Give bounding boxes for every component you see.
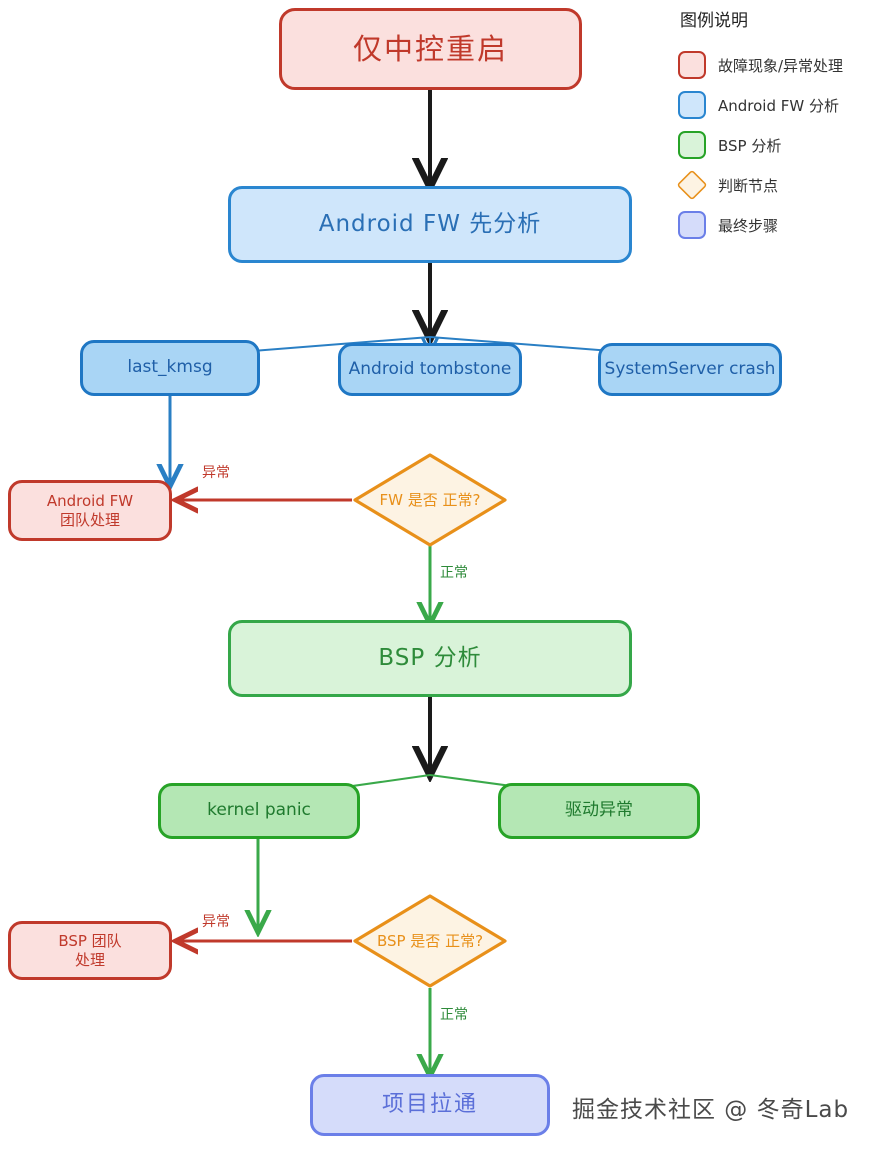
legend-swatch-decision-diamond-icon (676, 169, 708, 201)
node-systemserver-crash[interactable]: SystemServer crash (598, 343, 782, 396)
node-bsp-analyze[interactable]: BSP 分析 (228, 620, 632, 697)
legend: 图例说明 故障现象/异常处理 Android FW 分析 BSP 分析 判断节点… (676, 6, 878, 245)
node-root-label: 仅中控重启 (352, 31, 508, 66)
node-final-project-label: 项目拉通 (381, 1092, 478, 1118)
node-kernel-panic-label: kernel panic (207, 800, 311, 821)
fw-decision-label-line2: 正常? (442, 490, 481, 509)
node-bsp-team-label-line1: BSP 团队 (58, 931, 122, 950)
node-android-tombstone-label: Android tombstone (348, 358, 512, 379)
legend-item-fault: 故障现象/异常处理 (678, 45, 878, 85)
node-bsp-decision[interactable]: BSP 是否 正常? (352, 893, 508, 989)
fw-decision-label-group: FW 是否 正常? (380, 490, 481, 510)
legend-label-fault: 故障现象/异常处理 (718, 56, 844, 75)
legend-label-bsp: BSP 分析 (718, 136, 782, 155)
node-final-project[interactable]: 项目拉通 (310, 1074, 550, 1136)
legend-swatch-final-icon (678, 211, 706, 239)
node-root-fault[interactable]: 仅中控重启 (279, 8, 582, 90)
legend-item-decision: 判断节点 (676, 165, 878, 205)
bsp-decision-label-line2: 正常? (445, 931, 484, 950)
legend-item-final: 最终步骤 (678, 205, 878, 245)
edge-label-bsp-normal: 正常 (440, 1007, 468, 1023)
edge-label-fw-abnormal: 异常 (202, 465, 230, 481)
legend-label-decision: 判断节点 (718, 176, 779, 195)
edge-label-bsp-abnormal: 异常 (202, 914, 230, 930)
node-android-fw-team[interactable]: Android FW 团队处理 (8, 480, 172, 541)
legend-label-android-fw: Android FW 分析 (718, 96, 839, 115)
node-last-kmsg-label: last_kmsg (127, 357, 213, 378)
node-android-fw-analyze-label: Android FW 先分析 (318, 211, 542, 238)
node-driver-error-label: 驱动异常 (565, 800, 633, 821)
fw-decision-label-line1: FW 是否 (379, 490, 438, 509)
node-last-kmsg[interactable]: last_kmsg (80, 340, 260, 396)
fw-decision-diamond-shape (353, 453, 507, 547)
legend-swatch-bsp-icon (678, 131, 706, 159)
node-driver-error[interactable]: 驱动异常 (498, 783, 700, 839)
node-android-fw-analyze[interactable]: Android FW 先分析 (228, 186, 632, 263)
bsp-decision-label-line1: BSP 是否 (376, 931, 441, 950)
node-bsp-team[interactable]: BSP 团队 处理 (8, 921, 172, 980)
watermark: 掘金技术社区 @ 冬奇Lab (572, 1097, 850, 1123)
bsp-decision-diamond-shape (353, 894, 507, 988)
node-android-tombstone[interactable]: Android tombstone (338, 343, 522, 396)
node-systemserver-crash-label: SystemServer crash (604, 358, 776, 379)
legend-title: 图例说明 (680, 11, 748, 31)
node-android-fw-team-label-line1: Android FW (46, 491, 134, 510)
node-bsp-analyze-label: BSP 分析 (378, 645, 482, 672)
node-fw-decision[interactable]: FW 是否 正常? (352, 452, 508, 548)
legend-label-final: 最终步骤 (718, 216, 779, 235)
node-kernel-panic[interactable]: kernel panic (158, 783, 360, 839)
node-bsp-team-label-line2: 处理 (74, 950, 105, 969)
legend-item-android-fw: Android FW 分析 (678, 85, 878, 125)
legend-swatch-fault-icon (678, 51, 706, 79)
bsp-decision-label-group: BSP 是否 正常? (377, 931, 483, 951)
legend-swatch-android-fw-icon (678, 91, 706, 119)
legend-item-bsp: BSP 分析 (678, 125, 878, 165)
edge-label-fw-normal: 正常 (440, 565, 468, 581)
node-android-fw-team-label-line2: 团队处理 (59, 510, 120, 529)
